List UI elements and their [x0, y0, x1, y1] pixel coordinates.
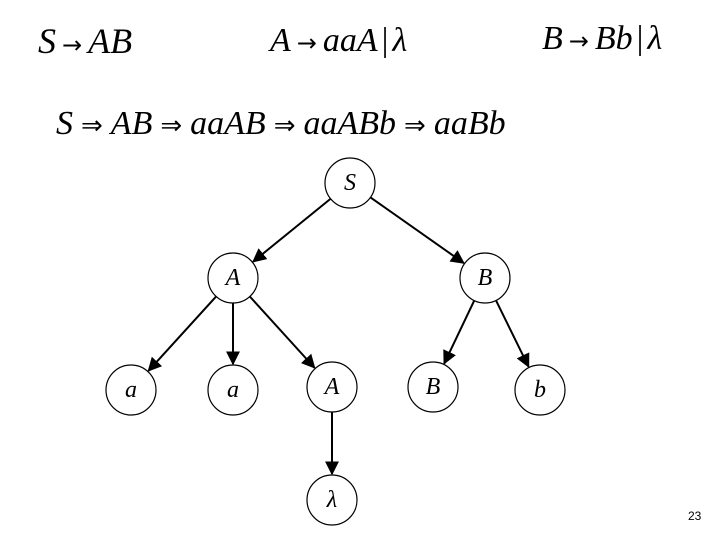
tree-edge-root-A1 — [252, 197, 332, 263]
tree-node-circle — [306, 474, 358, 526]
derivation-step: S — [56, 105, 73, 142]
tree-edge-root-B1 — [369, 196, 465, 264]
rule-lhs: B — [542, 20, 563, 57]
derives-arrow-icon: ⇒ — [81, 111, 103, 141]
tree-node-label: b — [534, 377, 546, 403]
tree-node-label: B — [426, 374, 441, 400]
rule-separator: | — [381, 22, 389, 59]
right-arrow-icon: → — [296, 29, 317, 57]
tree-node-circle — [105, 364, 157, 416]
tree-edge-A1-a1 — [147, 295, 217, 372]
rule-rhs-option: λ — [392, 22, 408, 59]
tree-node-label: a — [125, 377, 137, 403]
tree-node-B1: B — [459, 252, 511, 304]
tree-node-A1: A — [207, 252, 259, 304]
derivation-step: aaABb — [303, 105, 397, 142]
right-arrow-icon: → — [568, 27, 589, 55]
tree-node-label: λ — [326, 487, 337, 513]
production-rule-a: A→aaA|λ — [270, 22, 407, 60]
derives-arrow-icon: ⇒ — [273, 111, 296, 141]
derivation-step: aaAB — [190, 105, 266, 142]
rule-lhs: S — [38, 21, 56, 61]
tree-node-a2: a — [207, 364, 259, 416]
tree-node-circle — [207, 364, 259, 416]
derives-arrow-icon: ⇒ — [404, 111, 426, 141]
tree-node-label: A — [323, 374, 340, 400]
tree-edge-B1-B2 — [443, 300, 476, 365]
production-rule-s: S→AB — [38, 20, 132, 62]
tree-node-root: S — [324, 157, 376, 209]
tree-edge-B1-b1 — [495, 299, 530, 368]
right-arrow-icon: → — [62, 31, 83, 59]
tree-node-circle — [306, 361, 358, 413]
tree-edges — [147, 196, 530, 476]
tree-node-B2: B — [407, 361, 459, 413]
tree-node-label: B — [478, 265, 493, 291]
tree-node-a1: a — [105, 364, 157, 416]
rule-rhs: AB — [88, 21, 133, 61]
tree-node-circle — [324, 157, 376, 209]
rule-separator: | — [636, 20, 644, 57]
tree-node-label: a — [227, 377, 239, 403]
tree-node-circle — [407, 361, 459, 413]
rule-rhs-option: aaA — [322, 22, 378, 59]
tree-node-lambda: λ — [306, 474, 358, 526]
tree-node-label: A — [224, 265, 241, 291]
derivation-step: aaBb — [433, 105, 506, 142]
tree-node-circle — [459, 252, 511, 304]
tree-node-circle — [207, 252, 259, 304]
tree-node-b1: b — [514, 364, 566, 416]
tree-node-A2: A — [306, 361, 358, 413]
tree-edge-A1-A2 — [249, 295, 316, 369]
rule-rhs-option: Bb — [594, 20, 633, 57]
derivation-sequence: S⇒AB⇒aaAB⇒aaABb⇒aaBb — [56, 105, 506, 143]
derivation-step: AB — [110, 105, 153, 142]
rule-rhs-option: λ — [647, 20, 663, 57]
derives-arrow-icon: ⇒ — [160, 111, 183, 141]
page-number: 23 — [688, 509, 702, 523]
tree-node-label: S — [344, 170, 356, 196]
rule-lhs: A — [270, 22, 291, 59]
production-rule-b: B→Bb|λ — [542, 20, 662, 58]
tree-node-circle — [514, 364, 566, 416]
